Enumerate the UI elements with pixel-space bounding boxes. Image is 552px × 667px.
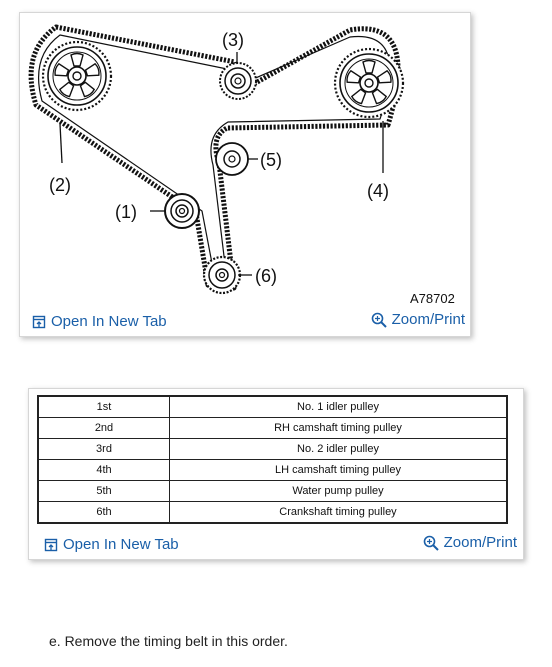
- order-cell: 6th: [37, 501, 170, 524]
- crankshaft-pulley: [202, 255, 242, 295]
- zoom-icon: [371, 312, 387, 328]
- table-row: 6th Crankshaft timing pulley: [37, 501, 508, 524]
- zoom-print-link[interactable]: Zoom/Print: [423, 534, 517, 551]
- order-cell: 1st: [37, 395, 170, 418]
- timing-belt: [28, 24, 401, 291]
- order-cell: 2nd: [37, 417, 170, 439]
- open-in-new-tab-link[interactable]: Open In New Tab: [44, 536, 179, 553]
- image-code: A78702: [410, 291, 455, 306]
- diagram-card: (1) (2) (3) (4) (5) (6) A78702 Open In N…: [19, 12, 471, 337]
- callout-4: (4): [367, 181, 389, 201]
- open-new-tab-icon: [44, 538, 58, 551]
- part-cell: Crankshaft timing pulley: [169, 501, 508, 524]
- order-cell: 4th: [37, 459, 170, 481]
- callout-5: (5): [260, 150, 282, 170]
- callout-2: (2): [49, 175, 71, 195]
- removal-order-table: 1st No. 1 idler pulley 2nd RH camshaft t…: [37, 395, 508, 524]
- table-row: 4th LH camshaft timing pulley: [37, 459, 508, 481]
- open-new-tab-icon: [32, 315, 46, 328]
- part-cell: No. 1 idler pulley: [169, 395, 508, 418]
- order-cell: 3rd: [37, 438, 170, 460]
- timing-belt-diagram: (1) (2) (3) (4) (5) (6) A78702: [28, 24, 455, 306]
- table-row: 3rd No. 2 idler pulley: [37, 438, 508, 460]
- part-cell: RH camshaft timing pulley: [169, 417, 508, 439]
- no1-idler-pulley: [164, 193, 200, 229]
- table-row: 5th Water pump pulley: [37, 480, 508, 502]
- zoom-print-label: Zoom/Print: [443, 534, 517, 551]
- open-in-new-tab-label: Open In New Tab: [63, 536, 179, 553]
- water-pump-pulley: [215, 142, 249, 176]
- callout-1: (1): [115, 202, 137, 222]
- open-in-new-tab-link[interactable]: Open In New Tab: [32, 313, 167, 330]
- callout-3: (3): [222, 30, 244, 50]
- part-cell: Water pump pulley: [169, 480, 508, 502]
- no2-idler-pulley: [219, 62, 257, 100]
- open-in-new-tab-label: Open In New Tab: [51, 313, 167, 330]
- zoom-icon: [423, 535, 439, 551]
- table-row: 1st No. 1 idler pulley: [37, 395, 508, 418]
- part-cell: No. 2 idler pulley: [169, 438, 508, 460]
- rh-camshaft-pulley: [41, 40, 113, 112]
- zoom-print-link[interactable]: Zoom/Print: [371, 311, 465, 328]
- instruction-text: e. Remove the timing belt in this order.: [49, 633, 288, 649]
- part-cell: LH camshaft timing pulley: [169, 459, 508, 481]
- zoom-print-label: Zoom/Print: [391, 311, 465, 328]
- callout-6: (6): [255, 266, 277, 286]
- order-cell: 5th: [37, 480, 170, 502]
- table-row: 2nd RH camshaft timing pulley: [37, 417, 508, 439]
- lh-camshaft-pulley: [333, 47, 405, 119]
- table-card: 1st No. 1 idler pulley 2nd RH camshaft t…: [28, 388, 524, 560]
